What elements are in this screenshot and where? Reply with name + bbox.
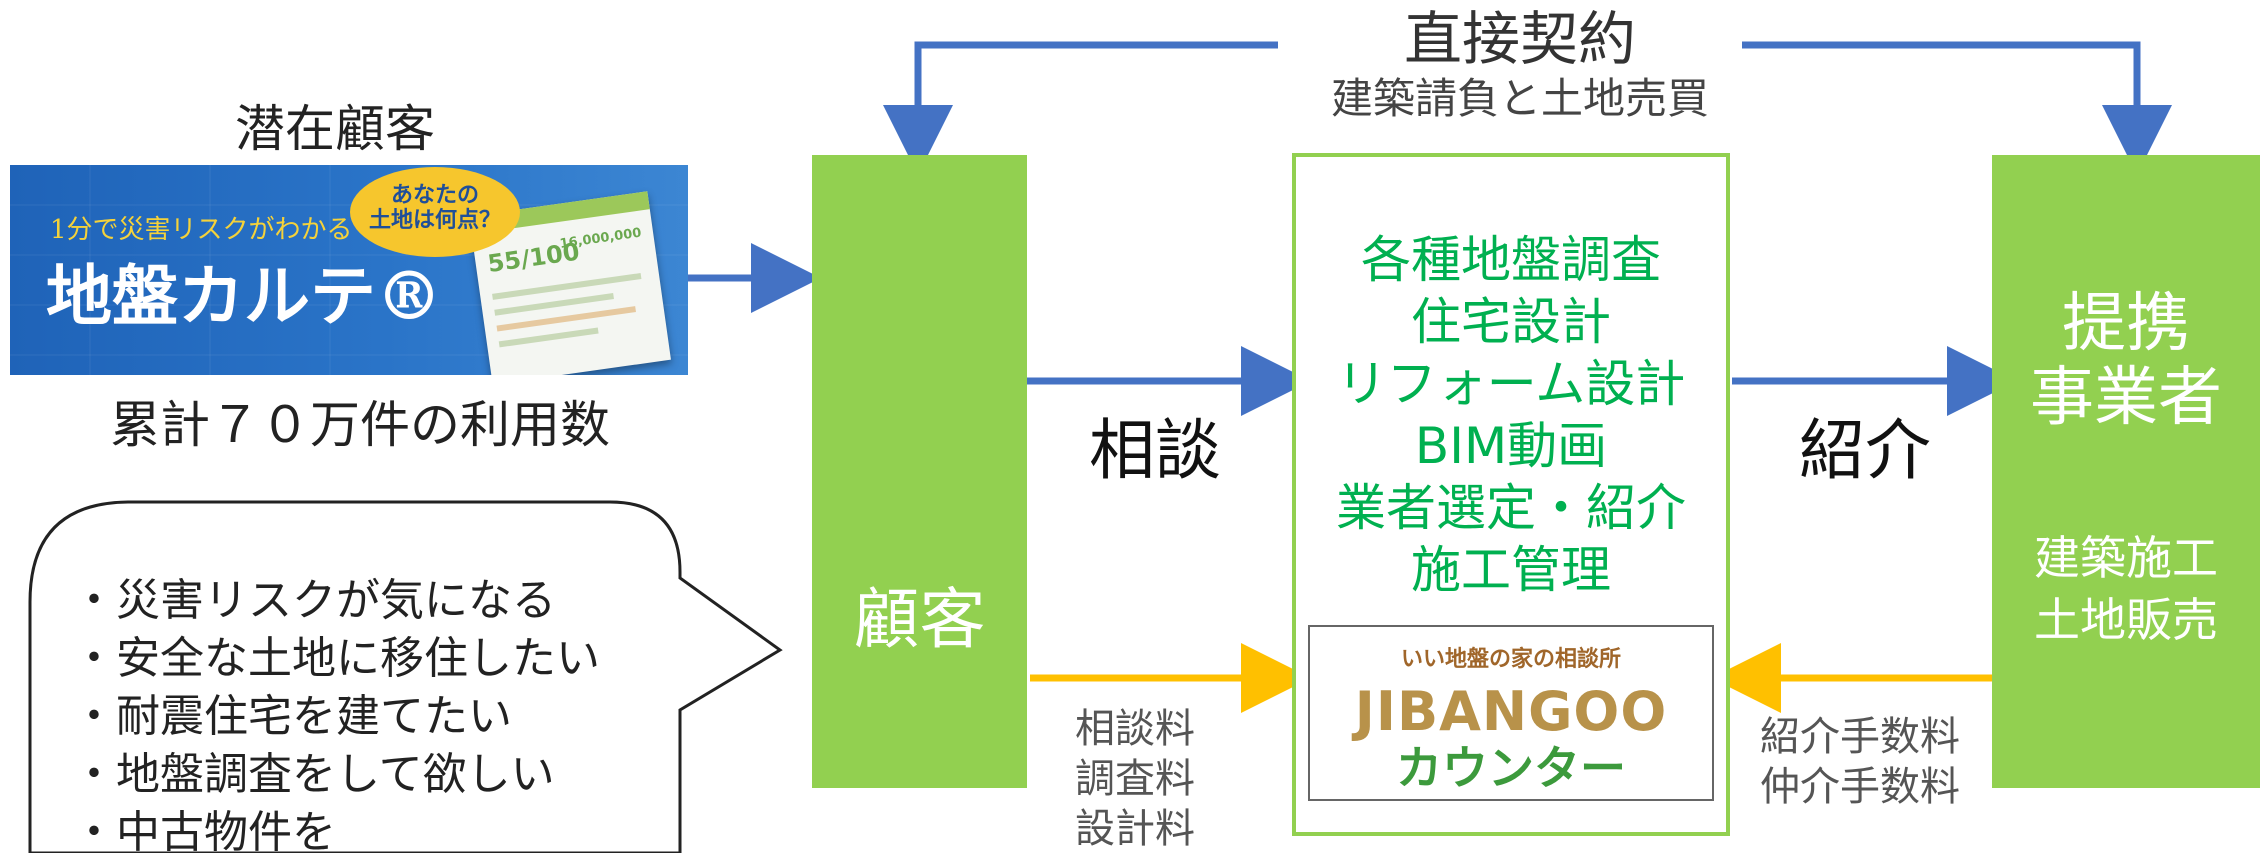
bubble-line-4: ・地盤調査をして欲しい bbox=[72, 749, 555, 800]
fee-right-line-2: 仲介手数料 bbox=[1760, 764, 1960, 810]
jiban-karte-banner[interactable]: 1分で災害リスクがわかる 地盤カルテ® 55/100 16,000,000 あな… bbox=[10, 165, 688, 375]
service-item: 各種地盤調査 bbox=[1361, 231, 1661, 289]
badge-bubble: あなたの 土地は何点？ bbox=[350, 167, 520, 257]
logo-tagline: いい地盤の家の相談所 bbox=[1400, 647, 1621, 672]
partner-sub-line-1: 建築施工 bbox=[2034, 531, 2218, 585]
bubble-line-3: ・耐震住宅を建てたい bbox=[72, 691, 512, 742]
partner-sub-line-2: 土地販売 bbox=[2034, 593, 2218, 647]
direct-contract-title: 直接契約 bbox=[1403, 5, 1636, 73]
banner-small-text: 1分で災害リスクがわかる bbox=[50, 215, 353, 245]
speech-bubble bbox=[28, 500, 783, 853]
consult-label: 相談 bbox=[1089, 412, 1221, 489]
fee-left: 相談料 調査料 設計料 bbox=[1040, 704, 1230, 854]
service-item: 業者選定・紹介 bbox=[1336, 479, 1686, 537]
badge-text: あなたの 土地は何点？ bbox=[350, 183, 520, 234]
direct-contract-subtitle: 建築請負と土地売買 bbox=[1330, 74, 1709, 123]
partner-title-line-1: 提携 bbox=[2062, 287, 2190, 361]
bubble-line-5: ・中古物件を bbox=[72, 807, 336, 858]
bubble-line-2: ・安全な土地に移住したい bbox=[72, 633, 600, 684]
report-line bbox=[492, 273, 642, 300]
logo-brand: JIBANGOO bbox=[1354, 680, 1668, 743]
logo-counter: カウンター bbox=[1396, 741, 1626, 795]
banner-title: 地盤カルテ® bbox=[46, 257, 442, 335]
partner-sub: 建築施工 土地販売 bbox=[1992, 527, 2260, 651]
bubble-text: ・災害リスクが気になる ・安全な土地に移住したい ・耐震住宅を建てたい ・地盤調… bbox=[72, 572, 600, 862]
services-box: 各種地盤調査 住宅設計 リフォーム設計 BIM動画 業者選定・紹介 施工管理 い… bbox=[1292, 153, 1730, 836]
service-item: 住宅設計 bbox=[1411, 293, 1611, 351]
usage-count-text: 累計７０万件の利用数 bbox=[110, 396, 610, 454]
badge-line-1: あなたの bbox=[390, 183, 479, 208]
service-item: リフォーム設計 bbox=[1336, 355, 1686, 413]
badge-line-2: 土地は何点？ bbox=[368, 208, 501, 234]
partner-box[interactable]: 提携 事業者 建築施工 土地販売 bbox=[1992, 155, 2260, 788]
partner-title: 提携 事業者 bbox=[1992, 287, 2260, 435]
potential-customer-heading: 潜在顧客 bbox=[235, 100, 435, 158]
fee-right-line-1: 紹介手数料 bbox=[1760, 714, 1960, 760]
direct-contract-arrow-to-partner bbox=[1742, 41, 2172, 175]
fee-right: 紹介手数料 仲介手数料 bbox=[1740, 712, 1980, 812]
service-item: BIM動画 bbox=[1414, 417, 1608, 475]
customer-box[interactable]: 顧客 bbox=[812, 155, 1027, 788]
bubble-line-1: ・災害リスクが気になる bbox=[72, 575, 556, 626]
fee-left-line-3: 設計料 bbox=[1075, 806, 1195, 852]
service-item: 施工管理 bbox=[1411, 541, 1611, 599]
direct-contract-arrow-to-customer bbox=[883, 41, 1278, 175]
partner-title-line-2: 事業者 bbox=[2030, 361, 2222, 435]
customer-label: 顧客 bbox=[853, 581, 986, 658]
fee-left-line-1: 相談料 bbox=[1075, 706, 1195, 752]
fee-left-line-2: 調査料 bbox=[1075, 756, 1195, 802]
services-list: 各種地盤調査 住宅設計 リフォーム設計 BIM動画 業者選定・紹介 施工管理 bbox=[1296, 229, 1726, 601]
report-price: 16,000,000 bbox=[558, 225, 643, 252]
report-line bbox=[498, 327, 599, 348]
jibangoo-logo[interactable]: いい地盤の家の相談所 JIBANGOO カウンター bbox=[1308, 625, 1714, 801]
intro-label: 紹介 bbox=[1799, 412, 1931, 489]
